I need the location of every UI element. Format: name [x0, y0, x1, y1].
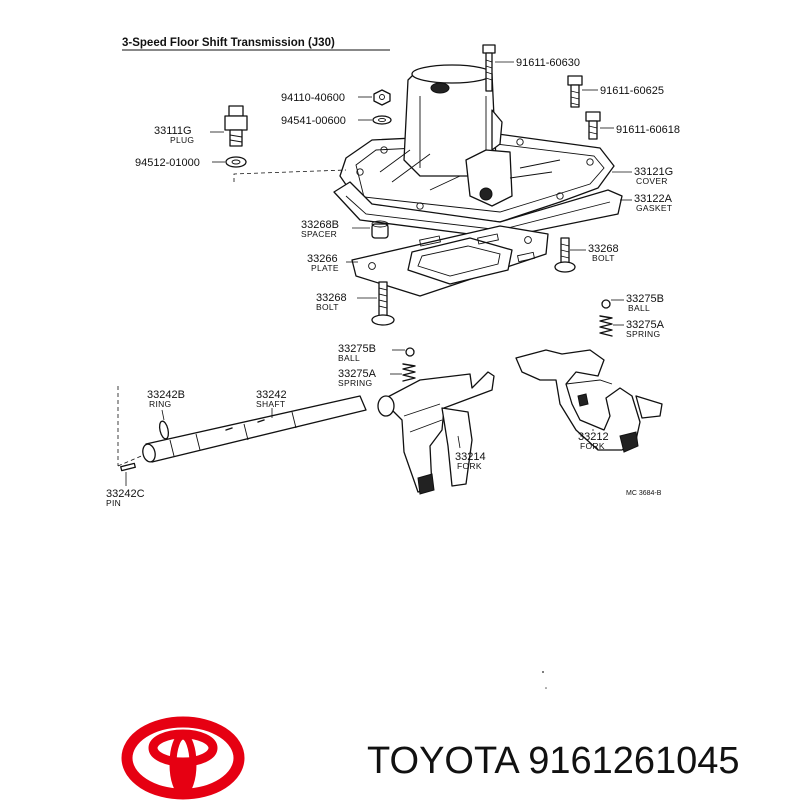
label-33242: 33242: [256, 389, 287, 401]
label-shaft: SHAFT: [256, 399, 285, 409]
label-91611-60630: 91611-60630: [516, 57, 580, 69]
brand-part-caption: TOYOTA 9161261045: [367, 738, 740, 784]
shift-cover: [339, 64, 615, 223]
label-gasket: GASKET: [636, 203, 672, 213]
label-33268-left: 33268: [316, 292, 347, 304]
label-fork-1: FORK: [457, 461, 482, 471]
label-plug: PLUG: [170, 135, 194, 145]
label-cover: COVER: [636, 176, 668, 186]
scan-speck: [542, 671, 544, 673]
nut-94110-40600: [373, 89, 391, 106]
part-number: 9161261045: [528, 740, 740, 782]
label-33214: 33214: [455, 451, 486, 463]
label-33275A-left: 33275A: [338, 368, 377, 380]
fork-33212: [515, 349, 663, 453]
gasket: [333, 181, 623, 239]
bolt-91611-60630: [482, 44, 496, 92]
label-94541-00600: 94541-00600: [281, 115, 346, 127]
label-33268-right: 33268: [588, 243, 619, 255]
fork-33214: [377, 371, 495, 495]
brand-name: TOYOTA: [367, 740, 518, 782]
diagram-code: MC 3684-B: [626, 490, 662, 497]
spring-33275A-left: [402, 363, 416, 382]
label-94110-40600: 94110-40600: [281, 92, 345, 104]
spring-33275A-right: [599, 315, 613, 337]
label-94512-01000: 94512-01000: [135, 157, 200, 169]
label-33111G: 33111G: [154, 125, 192, 137]
label-spacer: SPACER: [301, 229, 337, 239]
label-ring: RING: [149, 399, 171, 409]
label-91611-60618: 91611-60618: [616, 124, 680, 136]
label-pin: PIN: [106, 498, 121, 508]
plug-33111G: [224, 105, 248, 147]
scan-speck: [545, 687, 547, 689]
label-bolt-left: BOLT: [316, 302, 339, 312]
plate-33266: [351, 225, 549, 297]
pin-33242C: [120, 462, 136, 472]
label-33266: 33266: [307, 253, 338, 265]
bolt-91611-60625: [567, 75, 583, 108]
alignment-line-plug: [233, 169, 347, 182]
label-spring-right: SPRING: [626, 329, 660, 339]
label-fork-2: FORK: [580, 441, 605, 451]
label-33212: 33212: [578, 431, 609, 443]
ball-33275B-right: [601, 299, 611, 309]
washer-94541-00600: [372, 115, 392, 125]
label-33275A-right: 33275A: [626, 319, 665, 331]
bolt-33268-right: [554, 237, 576, 273]
label-33121G: 33121G: [634, 166, 673, 178]
label-plate: PLATE: [311, 263, 339, 273]
label-ball-left: BALL: [338, 353, 360, 363]
shaft-axis-line: [117, 386, 147, 467]
shaft-33242: [142, 395, 367, 463]
ring-33242B: [158, 420, 170, 440]
label-91611-60625: 91611-60625: [600, 85, 664, 97]
label-33275B-right: 33275B: [626, 293, 664, 305]
label-33122A: 33122A: [634, 193, 673, 205]
label-33242B: 33242B: [147, 389, 185, 401]
ball-33275B-left: [405, 347, 415, 357]
diagram-title: 3-Speed Floor Shift Transmission (J30): [122, 37, 335, 49]
label-33242C: 33242C: [106, 488, 145, 500]
label-ball-right: BALL: [628, 303, 650, 313]
toyota-logo: [121, 716, 245, 800]
label-bolt-right: BOLT: [592, 253, 615, 263]
label-33268B: 33268B: [301, 219, 339, 231]
bolt-33268-left: [371, 281, 395, 326]
label-spring-left: SPRING: [338, 378, 372, 388]
washer-94512-01000: [225, 156, 247, 168]
spacer-33268B: [371, 220, 389, 239]
label-33275B-left: 33275B: [338, 343, 376, 355]
bolt-91611-60618: [585, 111, 601, 140]
